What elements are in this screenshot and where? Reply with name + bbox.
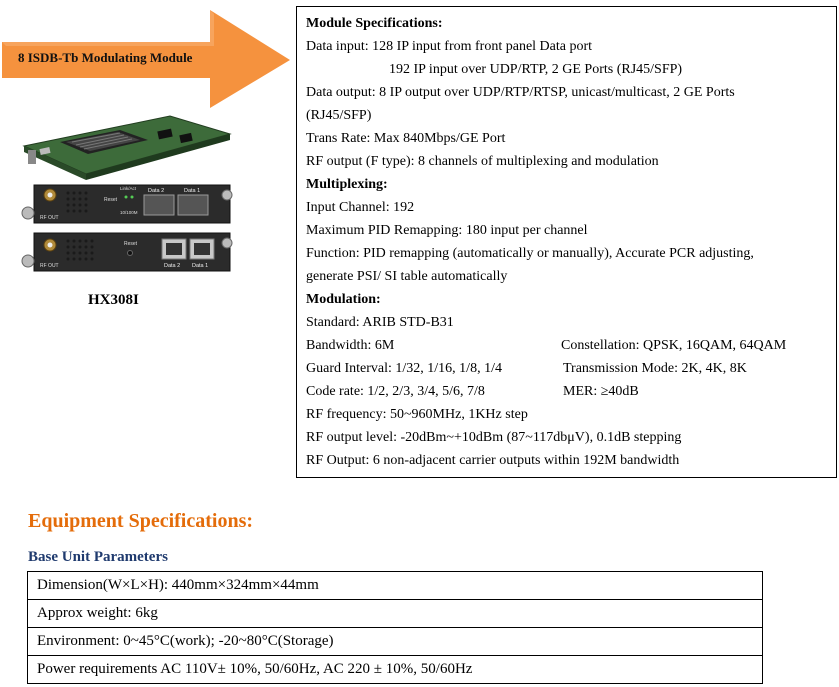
base-unit-table: Dimension(W×L×H): 440mm×324mm×44mm Appro… (27, 571, 763, 684)
module-spec-title: Module Specifications: (306, 16, 443, 31)
standard-line: Standard: ARIB STD-B31 (306, 315, 454, 330)
panel2-reset-label: Reset (124, 241, 138, 247)
table-cell: Environment: 0~45°C(work); -20~80°C(Stor… (27, 627, 763, 656)
front-panel-sfp: RF OUT Reset Link/Act 10/100M Data 2 Dat… (21, 184, 233, 224)
bandwidth-row: Bandwidth: 6M Constellation: QPSK, 16QAM… (306, 334, 836, 357)
equipment-spec-title: Equipment Specifications: (28, 510, 254, 532)
bandwidth-text: Bandwidth: 6M (306, 338, 395, 353)
table-cell: Dimension(W×L×H): 440mm×324mm×44mm (27, 571, 763, 600)
data-input-line-2: 192 IP input over UDP/RTP, 2 GE Ports (R… (389, 62, 683, 77)
circuit-board-image (22, 115, 232, 180)
front-panel-rj45: RF OUT Reset Data 2 Data 1 (21, 232, 233, 272)
panel1-data1-label: Data 1 (184, 188, 200, 194)
banner-label: 8 ISDB-Tb Modulating Module (18, 50, 193, 65)
table-row: Environment: 0~45°C(work); -20~80°C(Stor… (27, 627, 763, 656)
transmission-mode-text: Transmission Mode: 2K, 4K, 8K (563, 361, 747, 376)
rf-output-level-line: RF output level: -20dBm~+10dBm (87~117db… (306, 430, 682, 445)
data-input-line-1: Data input: 128 IP input from front pane… (306, 39, 593, 54)
input-channel-line: Input Channel: 192 (306, 200, 415, 215)
code-rate-text: Code rate: 1/2, 2/3, 3/4, 5/6, 7/8 (306, 384, 485, 399)
panel1-rf-out-label: RF OUT (40, 215, 59, 221)
function-line-2: generate PSI/ SI table automatically (306, 269, 508, 284)
table-cell: Approx weight: 6kg (27, 599, 763, 628)
base-unit-title: Base Unit Parameters (28, 549, 168, 565)
guard-interval-text: Guard Interval: 1/32, 1/16, 1/8, 1/4 (306, 361, 502, 376)
panel1-speed-label: 10/100M (120, 210, 138, 215)
rf-output-type-line: RF output (F type): 8 channels of multip… (306, 154, 659, 169)
table-row: Dimension(W×L×H): 440mm×324mm×44mm (27, 571, 763, 600)
function-line-1: Function: PID remapping (automatically o… (306, 246, 754, 261)
max-pid-line: Maximum PID Remapping: 180 input per cha… (306, 223, 588, 238)
data-output-line-2: (RJ45/SFP) (306, 108, 372, 123)
table-cell: Power requirements AC 110V± 10%, 50/60Hz… (27, 655, 763, 684)
table-row: Approx weight: 6kg (27, 599, 763, 628)
panel2-data1-label: Data 1 (192, 263, 208, 269)
panel2-data2-label: Data 2 (164, 263, 180, 269)
table-row: Power requirements AC 110V± 10%, 50/60Hz… (27, 655, 763, 684)
module-spec-box: Module Specifications: Data input: 128 I… (296, 6, 837, 478)
panel1-data2-label: Data 2 (148, 188, 164, 194)
guard-interval-row: Guard Interval: 1/32, 1/16, 1/8, 1/4 Tra… (306, 357, 836, 380)
banner-arrow-icon (2, 10, 290, 108)
panel1-link-act-label: Link/Act (120, 186, 137, 191)
data-output-line-1: Data output: 8 IP output over UDP/RTP/RT… (306, 85, 735, 100)
modulation-title: Modulation: (306, 292, 381, 307)
multiplexing-title: Multiplexing: (306, 177, 388, 192)
rf-frequency-line: RF frequency: 50~960MHz, 1KHz step (306, 407, 528, 422)
constellation-text: Constellation: QPSK, 16QAM, 64QAM (561, 338, 787, 353)
trans-rate-line: Trans Rate: Max 840Mbps/GE Port (306, 131, 506, 146)
code-rate-row: Code rate: 1/2, 2/3, 3/4, 5/6, 7/8 MER: … (306, 380, 836, 403)
mer-text: MER: ≥40dB (563, 384, 639, 399)
rf-output-line: RF Output: 6 non-adjacent carrier output… (306, 453, 680, 468)
model-name: HX308I (88, 292, 139, 308)
panel1-reset-label: Reset (104, 197, 118, 203)
panel2-rf-out-label: RF OUT (40, 263, 59, 269)
